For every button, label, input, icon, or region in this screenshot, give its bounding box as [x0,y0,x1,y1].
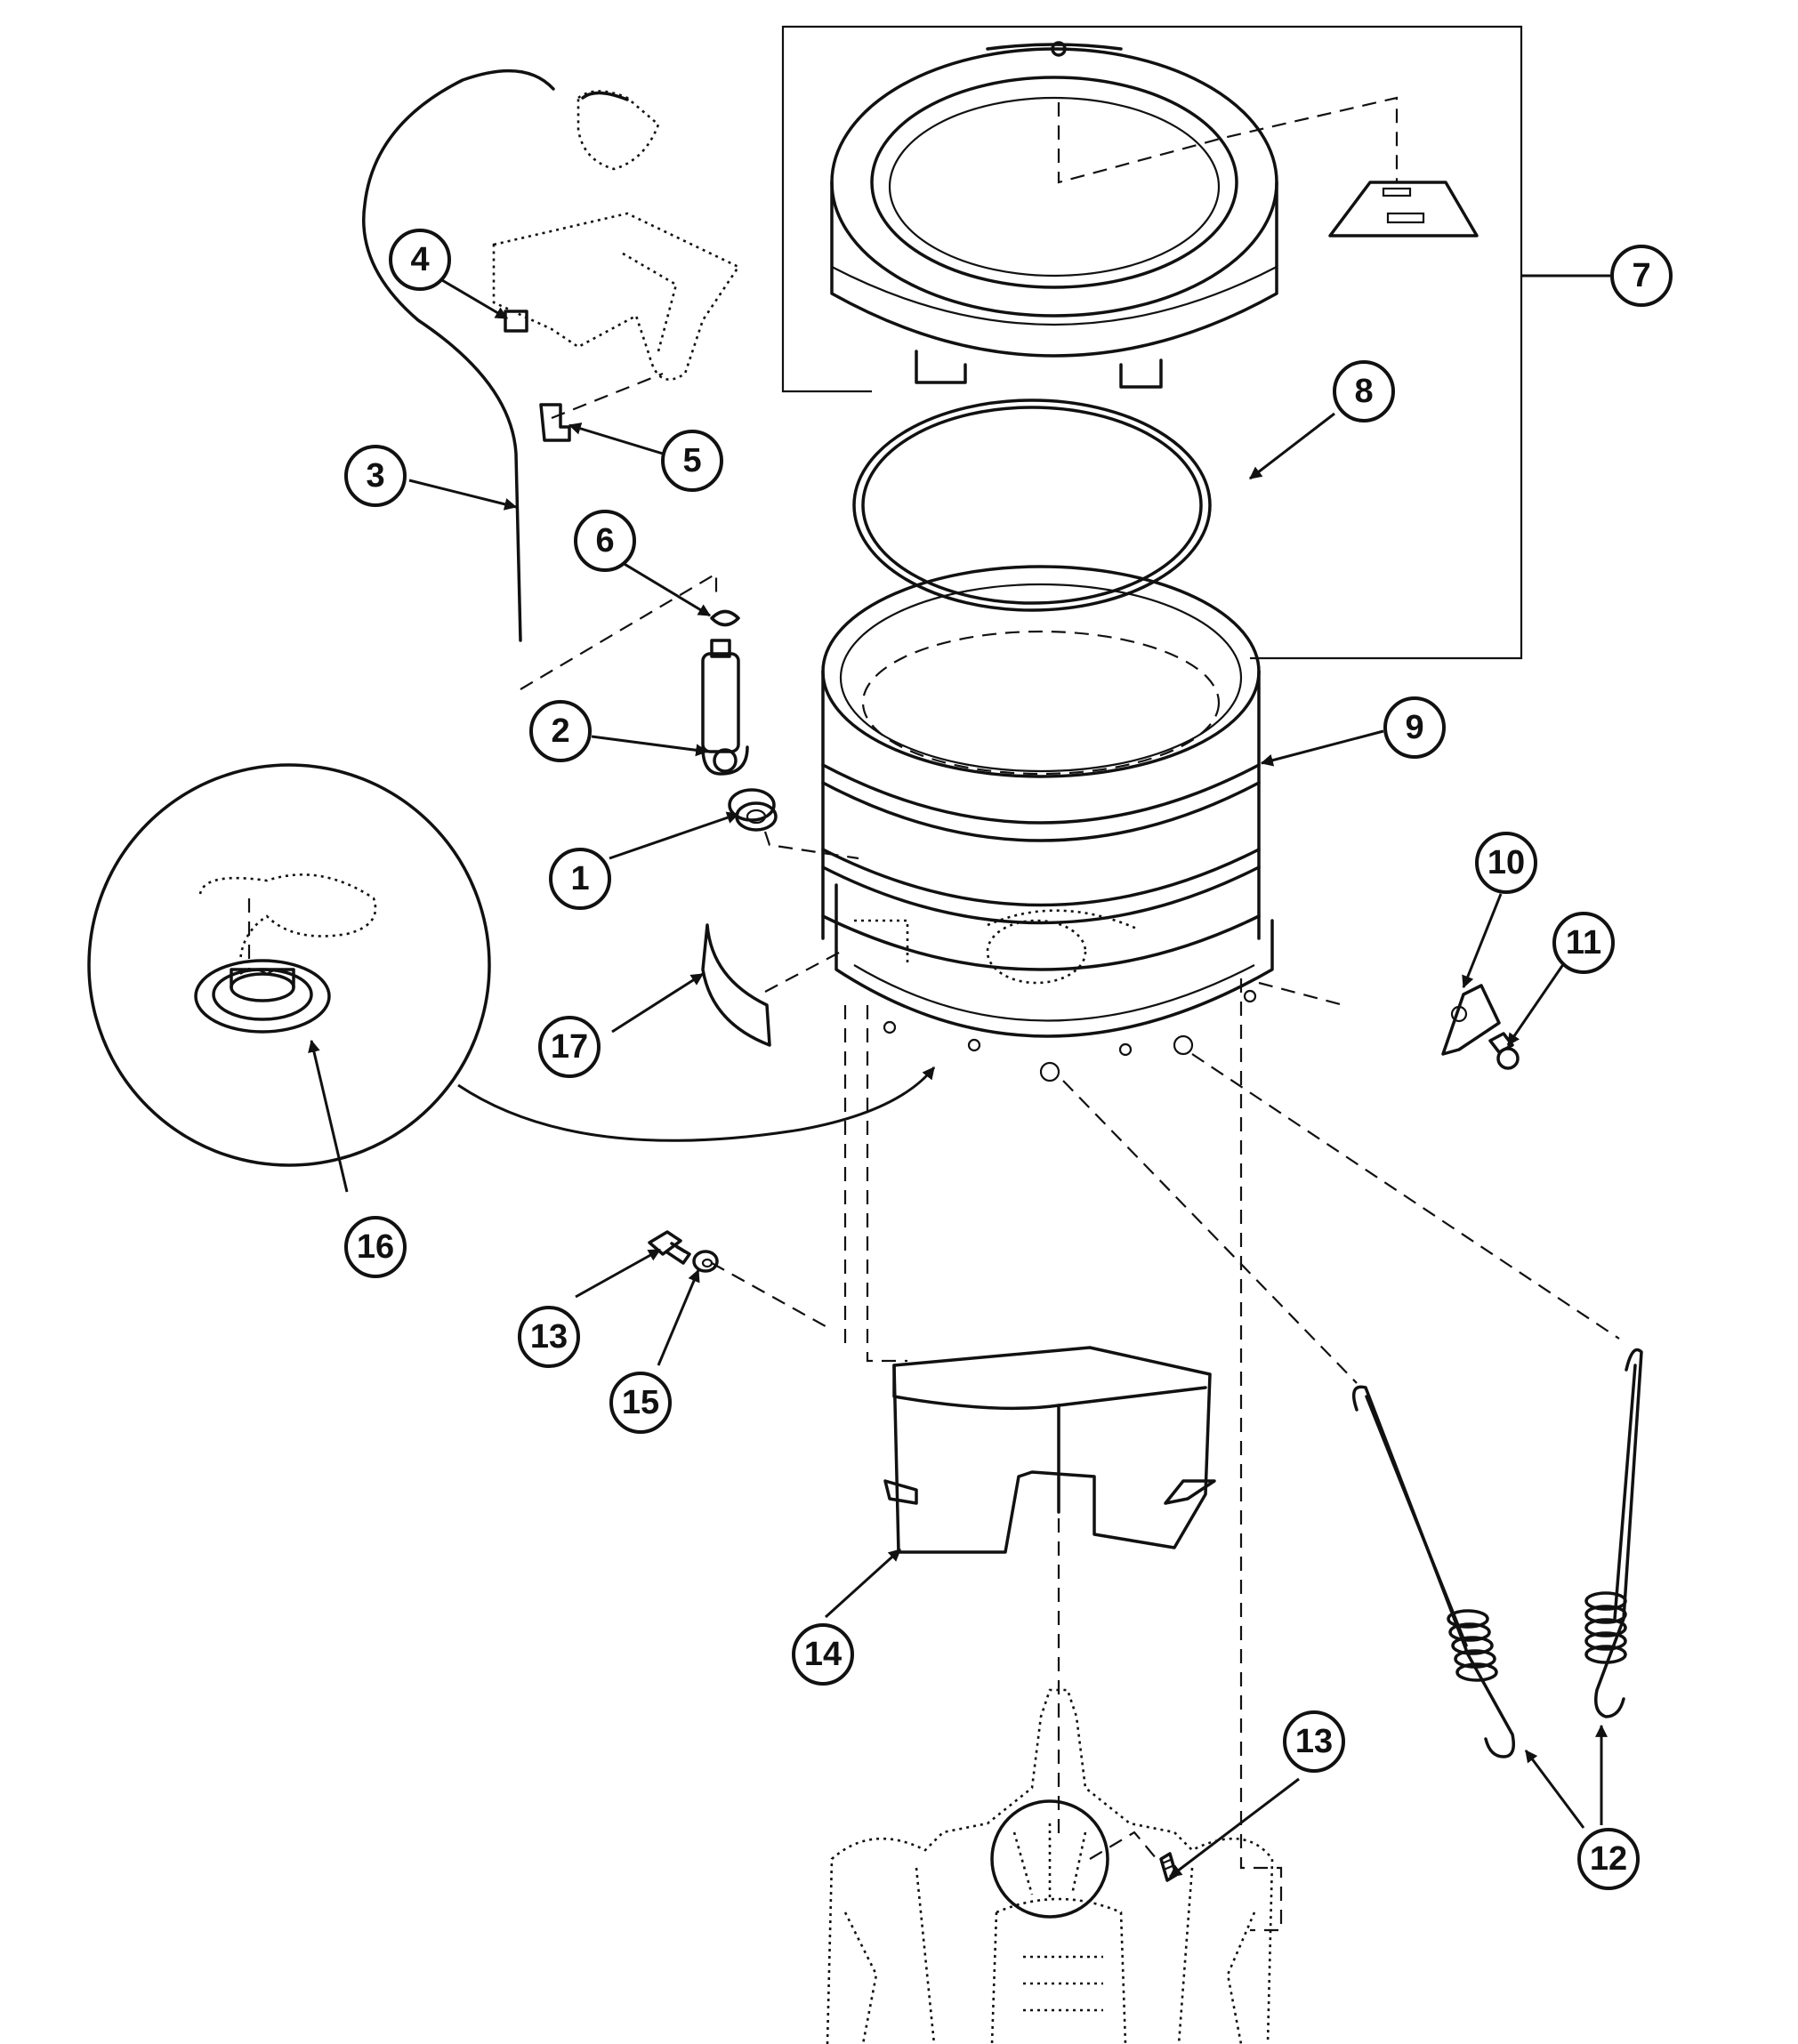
svg-text:12: 12 [1590,1840,1627,1878]
washer [692,1250,719,1273]
kit-box [781,25,1523,660]
svg-text:15: 15 [622,1384,659,1421]
tub-shield [883,1346,1216,1554]
bracket [1441,984,1501,1056]
svg-text:2: 2 [551,712,569,750]
seal-detail-circle [87,763,491,1167]
suspension-spring [1351,1385,1515,1758]
tub-cover [830,41,1278,389]
callout-10: 10 [1475,832,1537,894]
screw [1159,1852,1178,1882]
callout-7: 7 [1610,245,1673,307]
svg-text:3: 3 [366,457,384,495]
svg-text:9: 9 [1405,709,1423,746]
tub-gasket [852,398,1212,612]
svg-text:11: 11 [1566,924,1601,962]
callout-6: 6 [574,510,636,572]
hose-fitting [701,639,749,776]
svg-text:7: 7 [1632,257,1650,294]
callout-3: 3 [344,445,407,507]
callout-12: 12 [1577,1828,1640,1890]
svg-text:1: 1 [570,860,589,897]
callout-13-left: 13 [518,1306,580,1368]
svg-text:16: 16 [357,1228,394,1266]
svg-text:5: 5 [682,442,701,479]
callout-4: 4 [389,229,451,291]
callout-11: 11 [1552,912,1615,974]
svg-text:14: 14 [804,1636,842,1673]
callout-8: 8 [1333,360,1395,422]
svg-text:13: 13 [1295,1723,1333,1760]
svg-text:8: 8 [1354,373,1373,410]
suspension-spring [1584,1348,1643,1718]
svg-text:6: 6 [595,522,614,559]
svg-text:4: 4 [410,241,429,278]
svg-text:17: 17 [551,1028,588,1066]
svg-text:10: 10 [1488,844,1525,881]
callout-9: 9 [1383,696,1446,759]
clip-part [504,310,528,333]
callout-1: 1 [549,848,611,910]
grommet [728,788,778,832]
screw [648,1230,691,1265]
callout-13-right: 13 [1283,1710,1345,1773]
callout-17: 17 [538,1016,601,1078]
outer-tub [821,565,1274,1082]
callout-14: 14 [792,1623,854,1686]
dispenser-housing [492,212,740,381]
cover-bracket [1328,181,1479,237]
transmission-base [826,1688,1274,2044]
detail-connector [457,1066,936,1142]
callout-15: 15 [609,1372,672,1434]
drain-hose [362,68,555,642]
warning-label [701,923,771,1047]
clip-part [539,403,571,442]
svg-text:13: 13 [530,1318,568,1356]
callout-2: 2 [529,700,592,762]
callout-16: 16 [344,1216,407,1278]
hose-clamp [710,609,740,627]
fill-nozzle [576,90,660,171]
callout-5: 5 [661,430,723,492]
